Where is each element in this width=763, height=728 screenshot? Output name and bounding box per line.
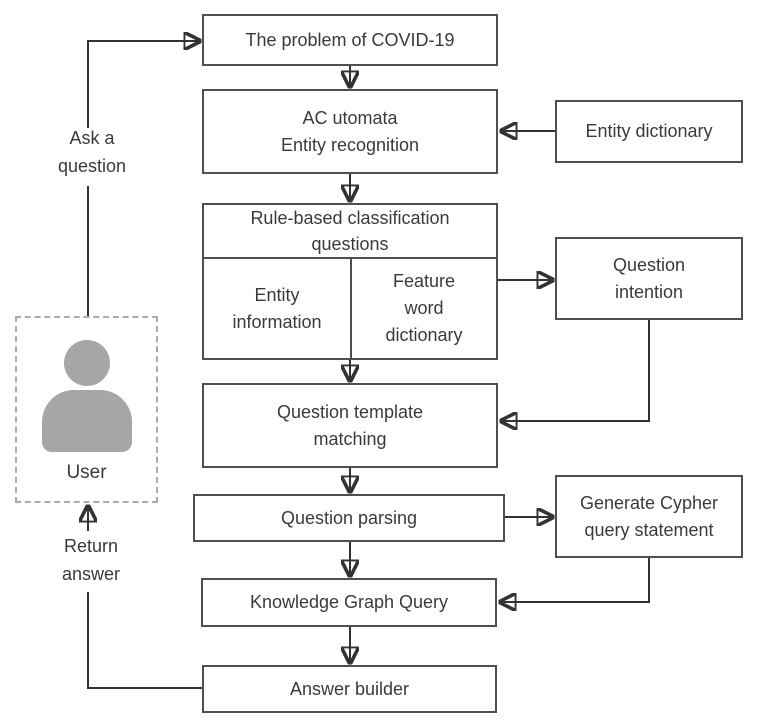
node-question-intention: Question intention: [555, 237, 743, 320]
node-knowledge-graph-query: Knowledge Graph Query: [201, 578, 497, 627]
node-problem-of-covid19: The problem of COVID-19: [202, 14, 498, 66]
node-ac-automata-label: AC utomata Entity recognition: [280, 107, 420, 155]
node-knowledge-graph-query-label: Knowledge Graph Query: [249, 592, 449, 612]
return-answer-label: Return answer: [61, 536, 121, 584]
rule-based-header: Rule-based classification questions: [204, 205, 496, 259]
node-problem-label: The problem of COVID-19: [245, 29, 455, 50]
cell-feature-word-dictionary: Feature word dictionary: [350, 259, 496, 358]
node-answer-builder: Answer builder: [202, 665, 497, 713]
edge-cypher-to-kgquery: [502, 558, 650, 602]
node-question-intention-label: Question intention: [612, 254, 686, 302]
rule-based-header-label: Rule-based classification questions: [250, 208, 450, 254]
ask-a-question-label: Ask a question: [57, 128, 127, 176]
node-question-parsing-label: Question parsing: [280, 507, 418, 528]
user-label: User: [66, 462, 107, 483]
entity-information-label: Entity information: [232, 284, 322, 332]
node-entity-dictionary-label: Entity dictionary: [585, 121, 713, 141]
edge-answer-return-lower: [87, 592, 202, 689]
rule-based-cells: Entity information Feature word dictiona…: [204, 259, 496, 358]
node-generate-cypher: Generate Cypher query statement: [555, 475, 743, 558]
node-answer-builder-label: Answer builder: [289, 678, 410, 699]
node-question-template-matching-label: Question template matching: [276, 401, 424, 449]
feature-word-dictionary-label: Feature word dictionary: [385, 271, 463, 345]
edge-user-ask-upper-arrow: [87, 41, 198, 128]
cell-entity-information: Entity information: [204, 259, 350, 358]
node-ac-automata-entity-recognition: AC utomata Entity recognition: [202, 89, 498, 174]
person-icon: [41, 340, 132, 452]
node-entity-dictionary: Entity dictionary: [555, 100, 743, 163]
node-question-template-matching: Question template matching: [202, 383, 498, 468]
node-rule-based-classification: Rule-based classification questions Enti…: [202, 203, 498, 360]
edge-intention-to-template: [503, 320, 650, 421]
user-actor-box: User: [15, 316, 158, 503]
node-question-parsing: Question parsing: [193, 494, 505, 542]
node-generate-cypher-label: Generate Cypher query statement: [579, 492, 719, 540]
